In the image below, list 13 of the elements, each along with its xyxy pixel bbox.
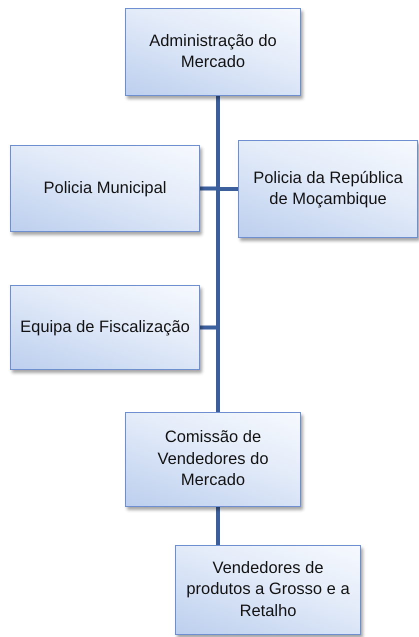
org-box <box>125 8 301 96</box>
org-box <box>238 140 418 238</box>
org-box <box>175 545 361 635</box>
org-box <box>10 285 200 370</box>
box-label: Policia Municipal <box>44 178 166 199</box>
box-label: Comissão de Vendedores do Mercado <box>156 427 270 492</box>
box-label: Administração do Mercado <box>148 30 278 73</box>
org-box <box>10 145 200 232</box>
connector-line <box>216 507 220 545</box>
box-label: Vendedores de produtos a Grosso e a Retalho <box>185 558 351 622</box>
box-label: Equipa de Fiscalização <box>20 316 190 338</box>
org-box <box>125 412 301 507</box>
box-label: Policia da República de Moçambique <box>252 168 404 210</box>
